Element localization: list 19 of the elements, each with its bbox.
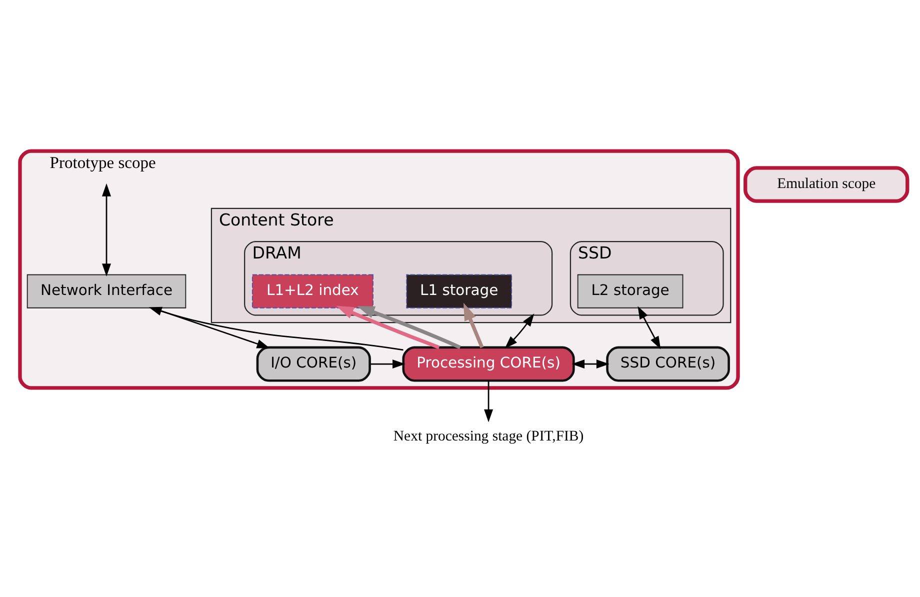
node-text: Next processing stage (PIT,FIB) [393, 428, 584, 444]
node-box: SSD CORE(s) [606, 346, 730, 382]
arrow [504, 314, 534, 349]
arrow [370, 360, 406, 369]
arrow [484, 380, 494, 422]
node-box: Network Interface [26, 274, 186, 308]
arrow [102, 183, 112, 277]
node-box: Processing CORE(s) [402, 346, 575, 382]
node-box: L2 storage [577, 274, 684, 308]
node-box: L1+L2 index [252, 274, 374, 308]
node-box: I/O CORE(s) [256, 346, 371, 382]
arrow [148, 306, 404, 351]
node-box: L1 storage [406, 274, 512, 308]
arrow [638, 306, 661, 350]
arrow [572, 360, 610, 369]
node-box: Emulation scope [744, 166, 910, 203]
arrow [336, 306, 440, 350]
arrow [357, 306, 461, 350]
arrow [463, 302, 484, 348]
